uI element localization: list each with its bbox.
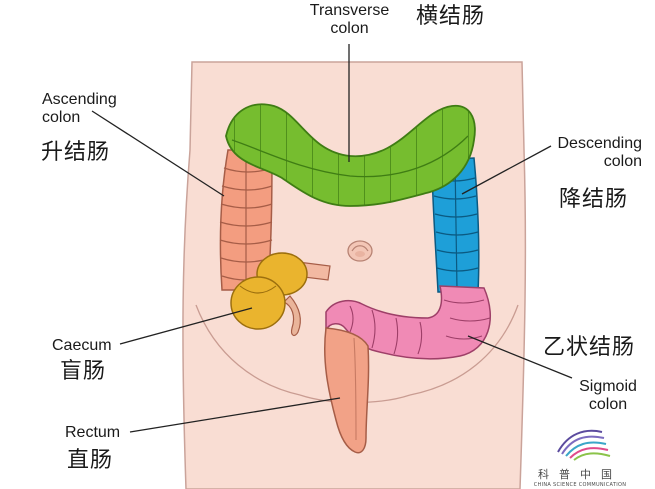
descending-en-line2: colon xyxy=(603,153,642,171)
watermark-zh: 科普中国 xyxy=(538,468,622,481)
transverse-colon xyxy=(225,103,476,207)
sigmoid-leader xyxy=(467,335,573,379)
ascending-colon-zh: 升结肠 xyxy=(41,140,111,165)
sigmoid-colon xyxy=(325,285,492,360)
transverse-colon-label: Transverse colon xyxy=(297,2,402,39)
ascending-leader xyxy=(91,110,225,197)
descending-en-line1: Descending xyxy=(557,135,643,152)
caecum-zh: 盲肠 xyxy=(60,359,107,384)
caecum-leader xyxy=(119,307,253,345)
watermark-en: CHINA SCIENCE COMMUNICATION xyxy=(533,482,627,488)
ascending-colon-label: Ascending colon xyxy=(42,91,117,128)
watermark-logo xyxy=(557,429,611,461)
rectum-leader xyxy=(129,397,341,433)
ascending-colon xyxy=(219,149,273,291)
ascending-en-line1: Ascending xyxy=(42,91,117,108)
right-hip-line xyxy=(409,304,519,396)
sigmoid-colon-zh: 乙状结肠 xyxy=(543,335,636,360)
caecum xyxy=(230,252,308,330)
watermark: 科普中国 CHINA SCIENCE COMMUNICATION xyxy=(520,466,640,488)
sigmoid-en-line2: colon xyxy=(588,396,628,414)
descending-colon-zh: 降结肠 xyxy=(559,187,629,212)
navel xyxy=(347,240,373,262)
rectum-label: Rectum xyxy=(65,424,121,441)
rectum xyxy=(323,327,370,454)
appendix xyxy=(282,295,301,337)
transverse-colon-zh: 横结肠 xyxy=(416,4,486,29)
ascending-en-line2: colon xyxy=(42,109,81,127)
transverse-en-line1: Transverse xyxy=(309,2,390,19)
sigmoid-colon-label: Sigmoid colon xyxy=(566,378,650,415)
caecum-label: Caecum xyxy=(52,337,112,354)
rectum-zh: 直肠 xyxy=(67,448,114,473)
transverse-en-line2: colon xyxy=(330,20,369,38)
descending-colon-label: Descending colon xyxy=(520,135,643,172)
sigmoid-en-line1: Sigmoid xyxy=(579,378,637,395)
descending-leader xyxy=(461,145,552,195)
